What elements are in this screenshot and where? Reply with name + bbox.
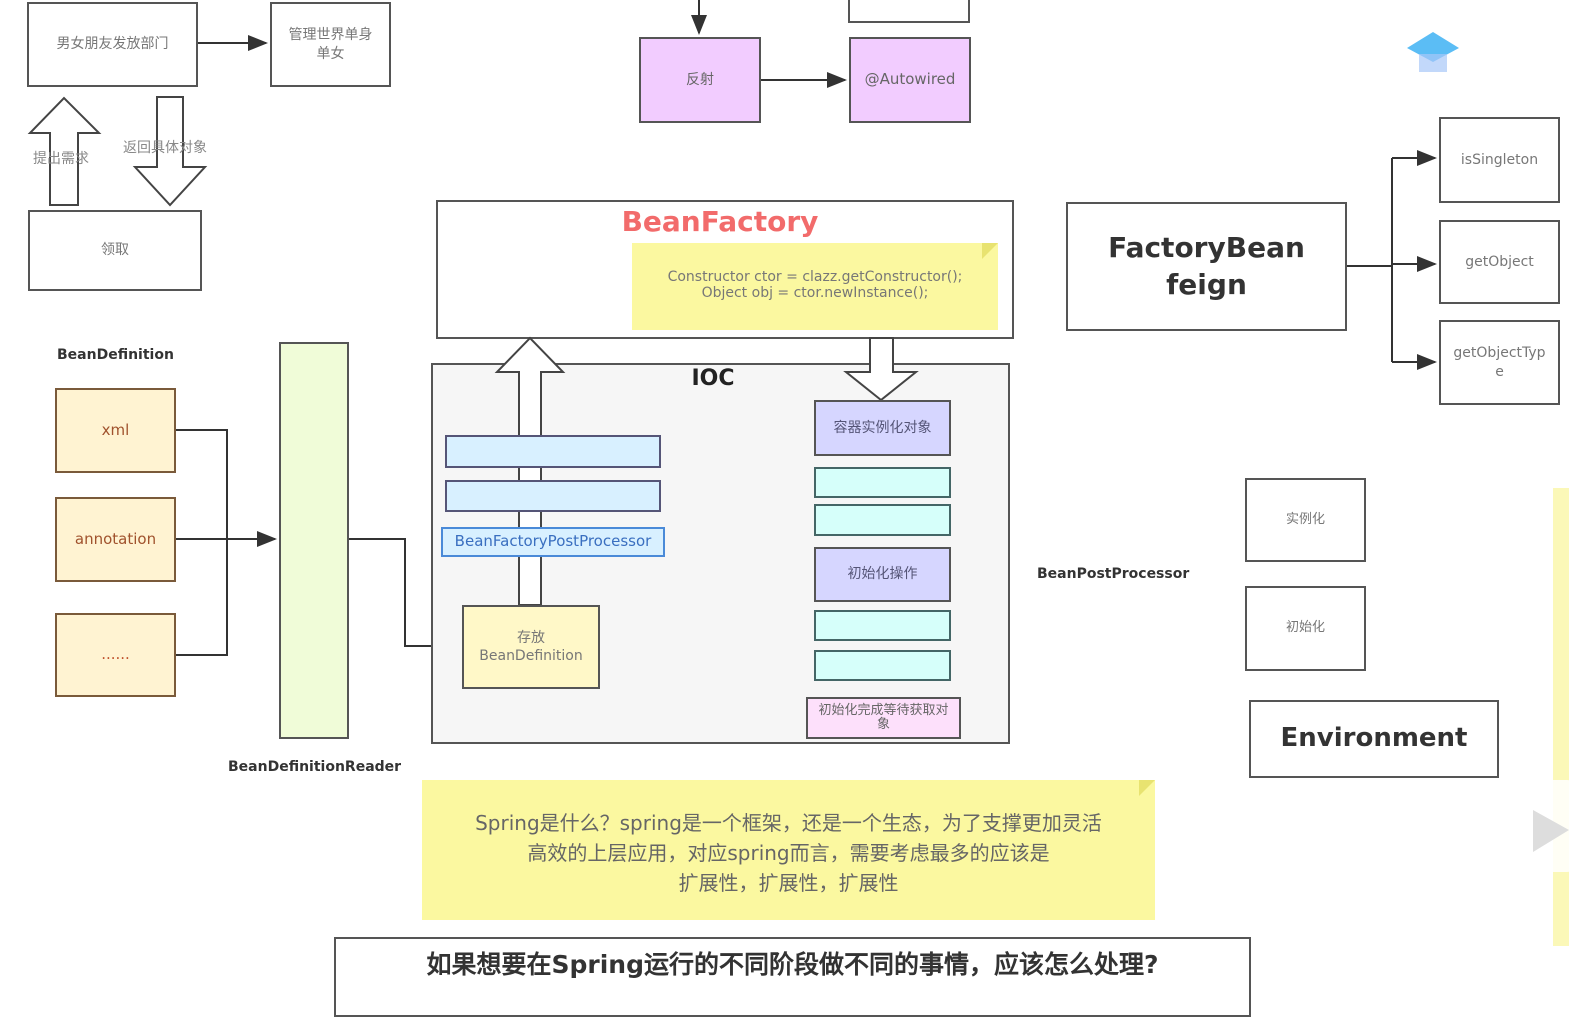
method-get-object: getObject	[1439, 220, 1560, 304]
request-label: 提出需求	[33, 151, 89, 167]
store-bd-box: 存放 BeanDefinition	[462, 605, 600, 689]
question-box: 如果想要在Spring运行的不同阶段做不同的事情，应该怎么处理?	[334, 937, 1251, 1017]
note-line: Spring是什么？spring是一个框架，还是一个生态，为了支撑更加灵活	[475, 811, 1102, 835]
bean-definition-label: BeanDefinition	[57, 347, 174, 363]
method-get-object-type: getObjectType	[1439, 320, 1560, 405]
step-box	[814, 610, 951, 641]
bean-factory-title: BeanFactory	[621, 205, 819, 238]
step-box	[814, 467, 951, 498]
instantiate-phase: 实例化	[1245, 478, 1366, 562]
bd-other: ......	[55, 613, 176, 697]
reader-label: BeanDefinitionReader	[228, 759, 402, 775]
partial-box	[848, 0, 970, 23]
note-line: 高效的上层应用，对应spring而言，需要考虑最多的应该是	[527, 841, 1050, 865]
factory-bean-title: FactoryBean	[1108, 231, 1305, 265]
request-arrow	[27, 96, 102, 206]
bfpp-slot	[445, 435, 661, 468]
bd-annotation: annotation	[55, 497, 176, 582]
init-phase: 初始化	[1245, 586, 1366, 671]
play-button[interactable]	[1495, 780, 1569, 872]
watermark-logo-icon	[1405, 30, 1461, 72]
up-hollow-arrow	[494, 336, 566, 606]
reflect-box: 反射	[639, 37, 761, 123]
factory-bean-subtitle: feign	[1166, 267, 1247, 301]
receive-box: 领取	[28, 210, 202, 291]
instantiate-box: 容器实例化对象	[814, 400, 951, 456]
factory-bean-box: FactoryBean feign	[1066, 202, 1347, 331]
code-line: Object obj = ctor.newInstance();	[701, 285, 929, 301]
step-box	[814, 504, 951, 536]
ioc-title: IOC	[691, 366, 735, 391]
environment-box: Environment	[1249, 700, 1499, 778]
autowired-box: @Autowired	[849, 37, 971, 123]
init-op-box: 初始化操作	[814, 547, 951, 602]
bean-factory-box: BeanFactory	[436, 200, 1014, 339]
return-arrow	[132, 96, 208, 207]
return-label: 返回具体对象	[123, 140, 207, 156]
manage-box: 管理世界单身单女	[270, 2, 391, 87]
bean-post-processor-label: BeanPostProcessor	[1037, 566, 1190, 582]
side-note	[1553, 488, 1569, 946]
init-done-box: 初始化完成等待获取对象	[806, 697, 961, 739]
bfpp-slot	[445, 480, 661, 512]
reader-box	[279, 342, 349, 739]
bfpp-box: BeanFactoryPostProcessor	[441, 527, 665, 557]
dept-box: 男女朋友发放部门	[27, 2, 198, 87]
step-box	[814, 650, 951, 681]
code-note: Constructor ctor = clazz.getConstructor(…	[632, 243, 998, 330]
method-is-singleton: isSingleton	[1439, 117, 1560, 203]
code-line: Constructor ctor = clazz.getConstructor(…	[667, 269, 963, 285]
note-line: 扩展性，扩展性，扩展性	[678, 871, 899, 895]
down-hollow-arrow	[843, 337, 919, 402]
spring-note: Spring是什么？spring是一个框架，还是一个生态，为了支撑更加灵活 高效…	[422, 780, 1155, 920]
bd-xml: xml	[55, 388, 176, 473]
